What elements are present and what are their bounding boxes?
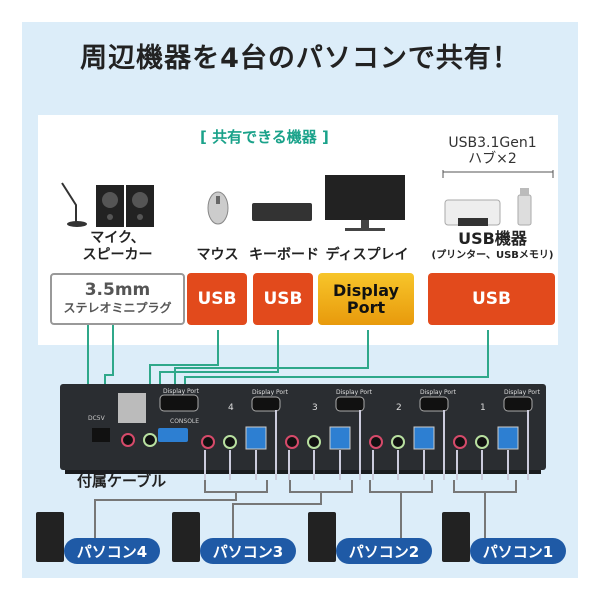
hub-note-line1: USB3.1Gen1 — [448, 135, 537, 151]
pc-cable-plugs-2 — [372, 410, 445, 480]
usb-b-port-4 — [245, 426, 267, 450]
pc-cable-plugs-1 — [456, 410, 529, 480]
connector-usb-keyboard: USB — [253, 273, 313, 325]
port-number-3: 3 — [312, 403, 318, 413]
port-dp-label-2: Display Port — [420, 389, 456, 396]
device-label-audio: マイク、スピーカー — [82, 230, 153, 263]
hub-note-line2: ハブ×2 — [468, 151, 517, 167]
usb-b-port-2 — [413, 426, 435, 450]
page-title: 周辺機器を4台のパソコンで共有！ — [80, 43, 520, 74]
speaker-jack-4 — [223, 435, 237, 449]
included-cable-label: 付属ケーブル — [77, 472, 167, 490]
usb-memory-icon — [517, 188, 532, 226]
monitor-icon — [325, 175, 405, 231]
hub-note: USB3.1Gen1 ハブ×2 — [425, 135, 560, 167]
shared-devices-heading: [ 共有できる機器 ] — [200, 128, 329, 146]
mic-jack-2 — [369, 435, 383, 449]
pc-port-group-1 — [453, 396, 533, 480]
speaker-jack-3 — [307, 435, 321, 449]
speakers-icon — [96, 185, 154, 227]
port-number-4: 4 — [228, 403, 234, 413]
pc-cable-plugs-3 — [288, 410, 361, 480]
pc-port-group-3 — [285, 396, 365, 480]
port-dp-label-3: Display Port — [336, 389, 372, 396]
pc-label-3: パソコン3 — [200, 538, 296, 564]
mouse-icon — [207, 191, 229, 225]
device-label-usb: USB機器(プリンター、USBメモリ) — [431, 229, 554, 261]
microphone-icon — [61, 182, 87, 227]
device-label-mouse: マウス — [196, 247, 239, 263]
pc-cable-plugs-4 — [204, 410, 277, 480]
displayport-2 — [419, 396, 449, 412]
pc-label-1: パソコン1 — [470, 538, 566, 564]
pc-tower-icons — [36, 512, 470, 562]
connector-usb-devices: USB — [428, 273, 555, 325]
port-dp-label-4: Display Port — [252, 389, 288, 396]
displayport-4 — [251, 396, 281, 412]
port-dp-label-1: Display Port — [504, 389, 540, 396]
pc-label-2: パソコン2 — [336, 538, 432, 564]
device-label-display: ディスプレイ — [325, 247, 409, 263]
connector-usb-mouse: USB — [187, 273, 247, 325]
console-label: CONSOLE — [170, 418, 200, 425]
console-dp-label: Display Port — [163, 388, 199, 395]
speaker-jack-1 — [475, 435, 489, 449]
keyboard-icon — [252, 203, 312, 221]
port-number-1: 1 — [480, 403, 486, 413]
mic-jack-4 — [201, 435, 215, 449]
mic-jack-3 — [285, 435, 299, 449]
displayport-1 — [503, 396, 533, 412]
speaker-jack-2 — [391, 435, 405, 449]
pc-port-group-2 — [369, 396, 449, 480]
dc-label: DC5V — [88, 415, 105, 422]
pc-cables — [94, 480, 517, 540]
pc-label-4: パソコン4 — [64, 538, 160, 564]
displayport-3 — [335, 396, 365, 412]
usb-b-port-3 — [329, 426, 351, 450]
hub-bracket — [442, 170, 554, 178]
usb-b-port-1 — [497, 426, 519, 450]
device-label-keyboard: キーボード — [249, 247, 319, 263]
printer-icon — [444, 199, 501, 226]
port-number-2: 2 — [396, 403, 402, 413]
mic-jack-1 — [453, 435, 467, 449]
pc-port-group-4 — [201, 396, 281, 480]
console-ports — [92, 393, 199, 447]
